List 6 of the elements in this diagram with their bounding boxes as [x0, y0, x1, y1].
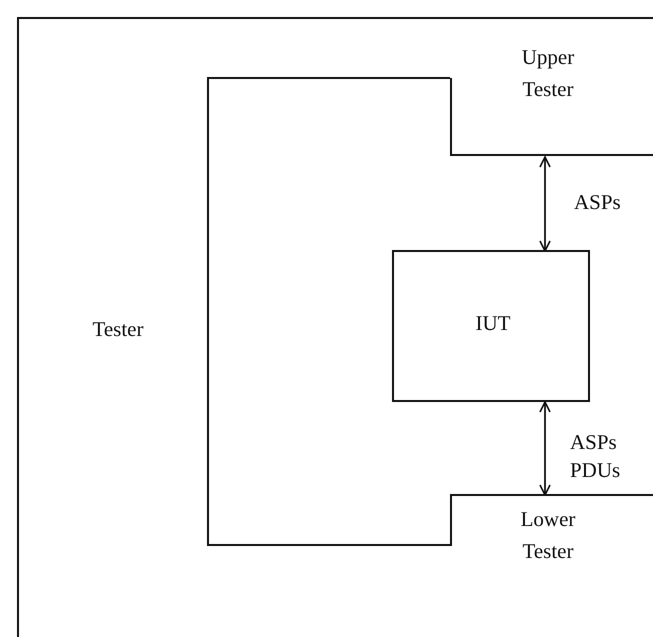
- node-label: IUT: [474, 310, 512, 337]
- arrow: [539, 156, 551, 252]
- node-label: Lower Tester: [520, 506, 576, 564]
- node-label: Upper Tester: [520, 44, 576, 102]
- arrow: [539, 401, 551, 496]
- node-label: Tester: [91, 316, 144, 343]
